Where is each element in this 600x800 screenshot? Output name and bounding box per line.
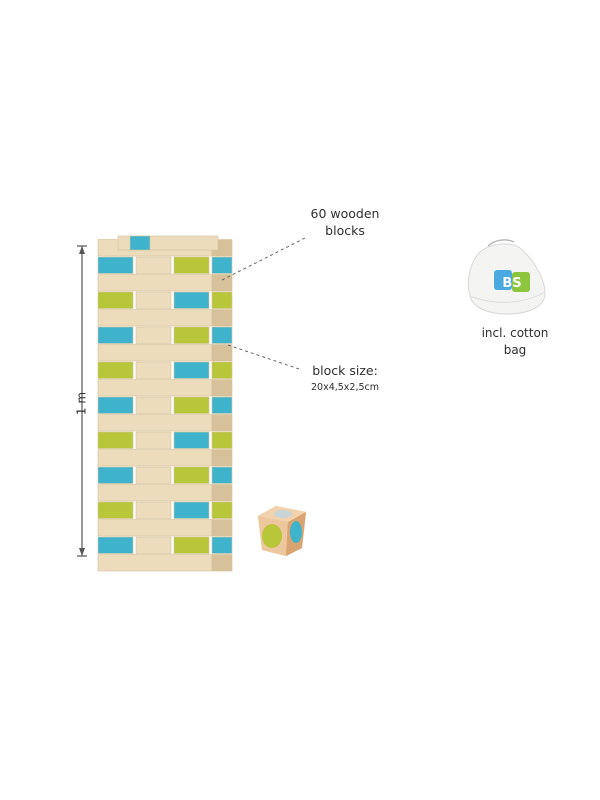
bag-logo: BS	[502, 276, 521, 291]
block-count-label: 60 wooden blocks	[290, 205, 400, 239]
tower-block	[173, 291, 210, 309]
tower-block	[135, 536, 172, 554]
tower-block	[97, 414, 213, 432]
tower-block	[97, 361, 134, 379]
tower-block	[211, 431, 233, 449]
block-tower	[97, 235, 233, 572]
tower-block	[173, 256, 210, 274]
height-dimension-arrow	[77, 245, 87, 557]
tower-block	[97, 396, 134, 414]
tower-block	[135, 396, 172, 414]
tower-block	[211, 396, 233, 414]
tower-block	[135, 361, 172, 379]
block-count-line-2: blocks	[325, 223, 365, 238]
tower-block	[97, 484, 213, 502]
tower-block	[173, 501, 210, 519]
block-size-value: 20x4,5x2,5cm	[310, 382, 380, 393]
cotton-bag-label: incl. cotton bag	[470, 325, 560, 359]
tower-block	[211, 361, 233, 379]
tower-block	[211, 326, 233, 344]
tower-block	[211, 484, 233, 502]
tower-block	[173, 466, 210, 484]
tower-block	[211, 379, 233, 397]
tower-block	[97, 501, 134, 519]
tower-block	[173, 536, 210, 554]
tower-block	[129, 235, 151, 251]
tower-block	[173, 431, 210, 449]
tower-block	[135, 256, 172, 274]
tower-block	[211, 466, 233, 484]
tower-block	[97, 466, 134, 484]
tower-block	[211, 554, 233, 572]
tower-block	[211, 449, 233, 467]
tower-block	[211, 274, 233, 292]
tower-block	[135, 466, 172, 484]
tower-block	[97, 309, 213, 327]
count-pointer	[221, 237, 306, 281]
tower-block	[135, 501, 172, 519]
tower-block	[97, 449, 213, 467]
tower-block	[211, 536, 233, 554]
bag-label-line-2: bag	[503, 343, 527, 357]
tower-block	[97, 256, 134, 274]
tower-block	[211, 414, 233, 432]
bag-label-line-1: incl. cotton	[481, 326, 549, 340]
height-label: 1 m	[74, 391, 89, 416]
tower-block	[211, 309, 233, 327]
tower-block	[97, 536, 134, 554]
tower-block	[211, 501, 233, 519]
tower-block	[135, 291, 172, 309]
tower-block	[173, 361, 210, 379]
tower-block	[211, 291, 233, 309]
cotton-bag-icon: BS	[467, 239, 546, 315]
tower-block	[97, 291, 134, 309]
tower-block	[97, 379, 213, 397]
tower-block	[173, 396, 210, 414]
tower-block	[97, 344, 213, 362]
tower-block	[211, 344, 233, 362]
tower-block	[97, 519, 213, 537]
tower-block	[211, 519, 233, 537]
tower-block	[97, 274, 213, 292]
block-count-line-1: 60 wooden	[310, 206, 380, 221]
size-pointer	[227, 344, 303, 371]
tower-block	[97, 554, 213, 572]
tower-block	[97, 326, 134, 344]
tower-block	[135, 431, 172, 449]
block-size-title: block size:	[312, 363, 378, 378]
tower-block	[97, 431, 134, 449]
tower-block	[173, 326, 210, 344]
tower-block	[211, 256, 233, 274]
tower-block	[135, 326, 172, 344]
dice-icon	[258, 506, 306, 556]
